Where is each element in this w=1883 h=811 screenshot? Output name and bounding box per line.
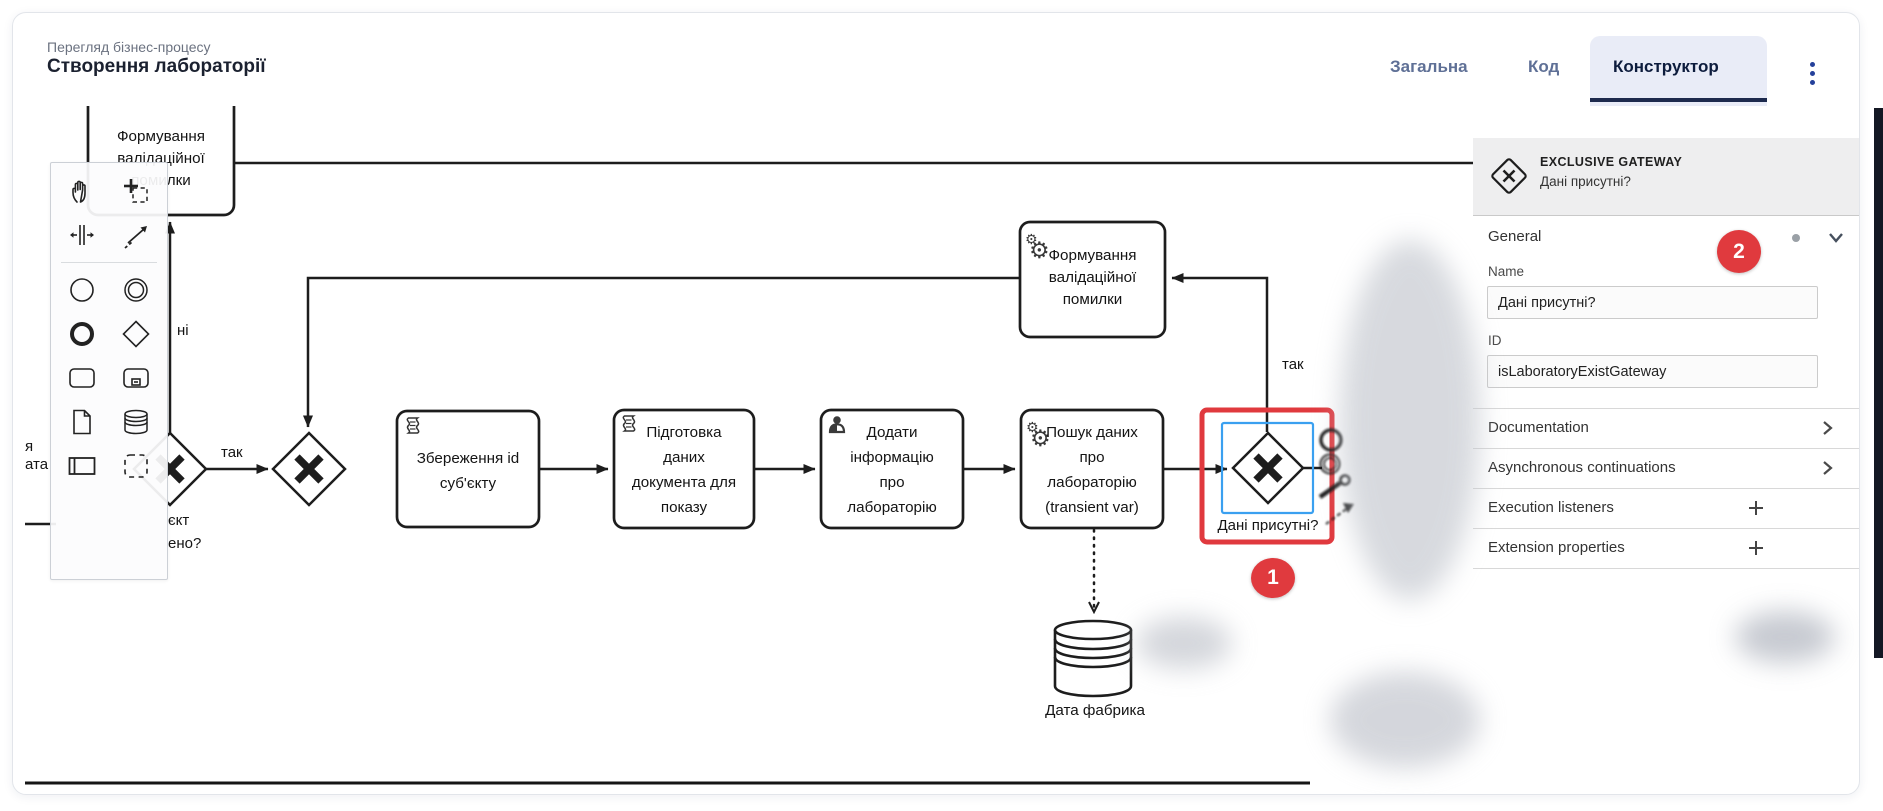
tab-constructor-label[interactable]: Конструктор [1613, 57, 1719, 76]
svg-text:⚙: ⚙ [1026, 420, 1039, 436]
global-connect-tool-icon[interactable] [109, 213, 163, 257]
context-pad[interactable] [1318, 428, 1354, 525]
create-task-icon[interactable] [55, 356, 109, 400]
plus-icon[interactable] [1747, 539, 1765, 557]
chevron-down-icon[interactable] [1828, 232, 1844, 244]
create-end-event-icon[interactable] [55, 312, 109, 356]
id-input[interactable] [1487, 355, 1818, 388]
space-tool-icon[interactable] [55, 213, 109, 257]
create-data-object-icon[interactable] [55, 400, 109, 444]
script-icon [622, 415, 636, 432]
section-label: Asynchronous continuations [1488, 459, 1676, 476]
section-documentation[interactable]: Documentation [1473, 408, 1860, 448]
name-field-label: Name [1488, 264, 1525, 279]
group-modified-dot-icon [1792, 234, 1800, 242]
highlight-red-box [1199, 407, 1335, 545]
create-intermediate-event-icon[interactable] [109, 268, 163, 312]
section-label: Execution listeners [1488, 499, 1614, 516]
tab-general[interactable]: Загальна [1390, 57, 1468, 76]
exclusive-gateway-icon [1491, 158, 1527, 194]
create-group-icon[interactable] [109, 444, 163, 488]
page-margin [0, 0, 1883, 12]
page-margin [0, 0, 12, 811]
user-icon [828, 416, 846, 434]
element-type-label: EXCLUSIVE GATEWAY [1540, 155, 1683, 169]
create-data-store-icon[interactable] [109, 400, 163, 444]
create-start-event-icon[interactable] [55, 268, 109, 312]
section-extension-properties[interactable]: Extension properties [1473, 528, 1860, 568]
page-title: Створення лабораторії [47, 56, 266, 77]
chevron-right-icon[interactable] [1818, 459, 1836, 477]
name-input[interactable] [1487, 286, 1818, 319]
svg-text:⚙: ⚙ [1030, 426, 1051, 452]
task-add-info[interactable] [819, 408, 965, 530]
bpmn-palette [50, 162, 168, 580]
kebab-menu-icon[interactable] [1801, 59, 1825, 93]
palette-separator [61, 262, 157, 263]
group-general-label: General [1488, 228, 1542, 245]
page-margin [0, 795, 1883, 811]
section-divider [1473, 568, 1860, 569]
tab-code[interactable]: Код [1528, 57, 1560, 76]
svg-text:⚙: ⚙ [1025, 232, 1038, 248]
section-label: Extension properties [1488, 539, 1625, 556]
create-participant-icon[interactable] [55, 444, 109, 488]
create-subprocess-icon[interactable] [109, 356, 163, 400]
section-execution-listeners[interactable]: Execution listeners [1473, 488, 1860, 528]
id-field-label: ID [1488, 333, 1502, 348]
flow-error-to-merge[interactable] [303, 276, 1020, 428]
section-label: Documentation [1488, 419, 1589, 436]
plus-icon[interactable] [1747, 499, 1765, 517]
flow-gateway-tak-to-error[interactable] [1171, 273, 1269, 432]
breadcrumb: Перегляд бізнес-процесу [47, 39, 211, 55]
create-gateway-icon[interactable] [109, 312, 163, 356]
active-tab-underline [1590, 98, 1767, 102]
svg-text:⚙: ⚙ [1029, 238, 1050, 264]
task-prepare-data[interactable] [612, 408, 756, 530]
dark-scrollbar-strip[interactable] [1874, 108, 1883, 658]
task-search-lab[interactable] [1019, 408, 1165, 530]
selection-outline [1220, 421, 1315, 515]
group-general[interactable]: General [1473, 222, 1860, 258]
hand-tool-icon[interactable] [55, 169, 109, 213]
properties-panel: EXCLUSIVE GATEWAY Дані присутні? General… [1473, 106, 1860, 666]
service-gear-icon: ⚙⚙ ⚙⚙ [1025, 232, 1051, 452]
chevron-right-icon[interactable] [1818, 419, 1836, 437]
task-error-loop[interactable] [1018, 220, 1167, 339]
task-save-id[interactable] [395, 409, 541, 529]
datastore-shape[interactable] [1053, 619, 1133, 698]
lasso-tool-icon[interactable] [109, 169, 163, 213]
page-header: Перегляд бізнес-процесу Створення лабора… [13, 13, 1859, 106]
element-name-label: Дані присутні? [1540, 174, 1631, 189]
script-icon [406, 417, 420, 434]
panel-header: EXCLUSIVE GATEWAY Дані присутні? [1473, 138, 1860, 216]
tab-constructor[interactable] [1590, 36, 1767, 106]
section-async-continuations[interactable]: Asynchronous continuations [1473, 448, 1860, 488]
